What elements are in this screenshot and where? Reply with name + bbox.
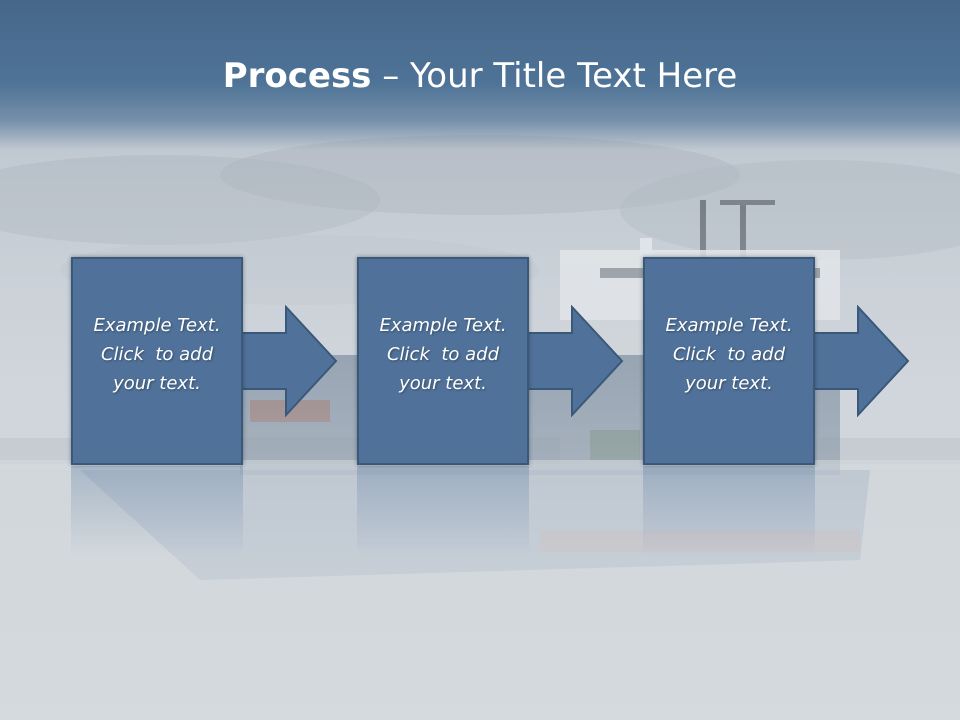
step-text-line-3: your text. (685, 373, 773, 394)
step-text-line-2: Click to add (100, 344, 213, 365)
title-rest-part: – Your Title Text Here (371, 56, 738, 96)
right-arrow-icon[interactable] (242, 305, 338, 417)
step-3-reflection (643, 466, 815, 556)
step-text[interactable]: Example Text. Click to add your text. (365, 311, 521, 398)
step-text-line-1: Example Text. (379, 315, 507, 336)
step-text[interactable]: Example Text. Click to add your text. (79, 311, 235, 398)
title-band (0, 0, 960, 150)
step-text-line-1: Example Text. (93, 315, 221, 336)
right-arrow-icon[interactable] (814, 305, 910, 417)
process-step-3[interactable]: Example Text. Click to add your text. (643, 257, 815, 465)
step-text-line-3: your text. (399, 373, 487, 394)
step-2-reflection (357, 466, 529, 556)
step-text[interactable]: Example Text. Click to add your text. (651, 311, 807, 398)
process-step-1[interactable]: Example Text. Click to add your text. (71, 257, 243, 465)
step-box (71, 257, 243, 465)
step-1-reflection (71, 466, 243, 556)
step-text-line-1: Example Text. (665, 315, 793, 336)
step-text-line-3: your text. (113, 373, 201, 394)
title-bold-part: Process (222, 56, 372, 96)
step-box (357, 257, 529, 465)
step-text-line-2: Click to add (672, 344, 785, 365)
slide-title[interactable]: Process – Your Title Text Here (0, 54, 960, 98)
right-arrow-icon[interactable] (528, 305, 624, 417)
step-box (643, 257, 815, 465)
process-step-2[interactable]: Example Text. Click to add your text. (357, 257, 529, 465)
step-text-line-2: Click to add (386, 344, 499, 365)
